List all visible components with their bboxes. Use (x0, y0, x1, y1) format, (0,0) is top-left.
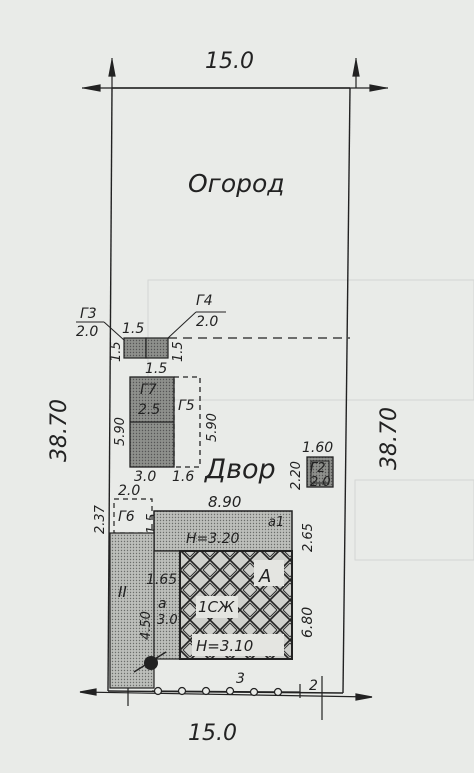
porch-letter: а (158, 596, 167, 612)
bottom-dimension (79, 676, 373, 720)
g2-value: 2.0 (310, 475, 331, 490)
left-depth-label: 38.70 (47, 399, 72, 462)
entrance-marker (133, 651, 167, 673)
g5-height: 5.90 (205, 413, 220, 442)
g3-width: 1.5 (122, 321, 144, 337)
house-type: 1СЖ (198, 598, 235, 616)
g3-name: Г3 (80, 306, 97, 322)
house-a (179, 550, 293, 660)
g7-width-bottom: 3.0 (134, 469, 156, 485)
g7-name: Г7 (140, 382, 157, 398)
g7-g5-block (129, 376, 201, 468)
porch-height: 4.50 (139, 611, 154, 640)
a1-annex (153, 510, 293, 552)
g6-name: Г6 (118, 509, 135, 525)
g2-name: Г2 (310, 461, 326, 476)
g2-width: 1.60 (302, 440, 333, 456)
g4-value: 2.0 (196, 314, 218, 330)
g5-width-bottom: 1.6 (172, 469, 194, 485)
g4-name: Г4 (196, 293, 213, 309)
bottom-width-label: 15.0 (188, 721, 237, 746)
g7-value: 2.5 (138, 402, 160, 418)
porch-a (153, 550, 181, 660)
house-width-left: 1.65 (146, 572, 177, 588)
a1-width: 8.90 (208, 493, 241, 511)
top-dimension (82, 58, 388, 92)
g2-height: 2.20 (289, 461, 304, 490)
right-depth-label: 38.70 (377, 407, 402, 470)
a1-depth: 2.65 (301, 523, 316, 552)
g5-name: Г5 (178, 398, 195, 414)
fence-length: 3 (236, 671, 245, 687)
area-ii-label: II (118, 583, 127, 601)
porch-name: 3.0 (157, 613, 178, 628)
house-depth: 6.80 (300, 607, 316, 638)
yard-label: Двор (204, 454, 276, 485)
g6-width: 2.0 (118, 483, 140, 499)
fence-gap: 2 (309, 678, 318, 694)
g3-value: 2.0 (76, 324, 98, 340)
house-height-label: Н=3.10 (196, 637, 253, 655)
g4-height: 1.5 (171, 341, 186, 362)
house-name: А (258, 566, 271, 587)
g7-height: 5.90 (113, 417, 128, 446)
garden-label: Огород (188, 169, 285, 198)
g2-shed (306, 456, 334, 488)
g3-g4-sheds (76, 311, 226, 359)
top-width-label: 15.0 (205, 49, 254, 74)
g3-height: 1.5 (109, 341, 124, 362)
a1-height-label: Н=3.20 (186, 531, 240, 547)
g4-width-bottom: 1.5 (145, 361, 167, 377)
front-fence (151, 684, 301, 698)
g6-height-left: 2.37 (93, 504, 108, 534)
a1-name: а1 (268, 515, 284, 530)
